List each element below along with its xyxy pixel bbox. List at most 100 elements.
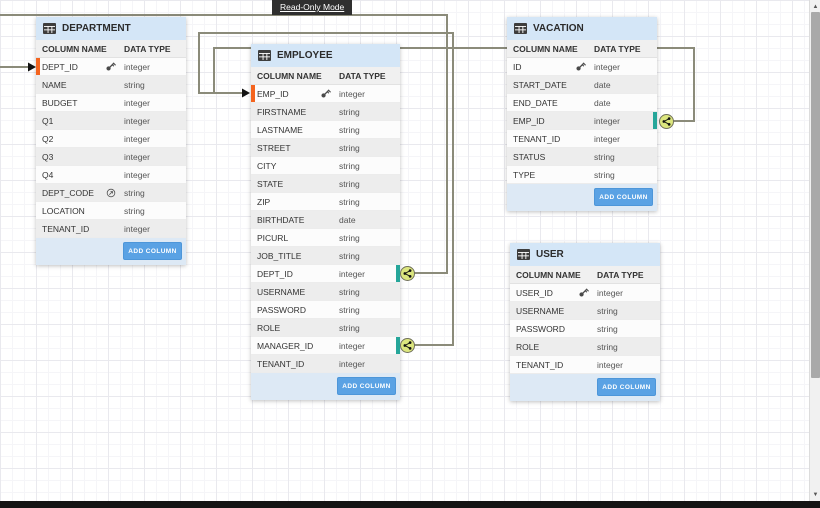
add-column-button[interactable]: ADD COLUMN	[123, 242, 182, 260]
data-type-cell: string	[339, 106, 360, 117]
data-type-cell: string	[339, 304, 360, 315]
column-name: TENANT_ID	[513, 133, 561, 144]
column-name-cell: Q3	[36, 152, 124, 162]
table-row-role[interactable]: ROLE string	[251, 319, 400, 337]
data-type-cell: integer	[124, 133, 150, 144]
data-type-cell: date	[339, 214, 356, 225]
vertical-scrollbar[interactable]: ▲ ▼	[809, 0, 820, 501]
table-row-username[interactable]: USERNAME string	[251, 283, 400, 301]
data-type-header: DATA TYPE	[597, 269, 644, 280]
add-column-button[interactable]: ADD COLUMN	[594, 188, 653, 206]
column-name: TENANT_ID	[42, 223, 90, 234]
fk-connector-icon[interactable]	[399, 265, 415, 281]
column-name-cell: PASSWORD	[251, 305, 339, 315]
column-name: END_DATE	[513, 97, 558, 108]
column-name: USERNAME	[516, 305, 565, 316]
table-header[interactable]: DEPARTMENT	[36, 17, 186, 40]
primary-key-icon	[578, 287, 589, 298]
column-name: USERNAME	[257, 286, 306, 297]
scroll-down-icon[interactable]: ▼	[812, 492, 819, 498]
scrollbar-thumb[interactable]	[811, 12, 820, 378]
table-header[interactable]: EMPLOYEE	[251, 44, 400, 67]
column-name-cell: STATUS	[507, 152, 594, 162]
table-row-end_date[interactable]: END_DATE date	[507, 94, 657, 112]
add-column-button[interactable]: ADD COLUMN	[337, 377, 396, 395]
relationship-line[interactable]	[198, 32, 454, 346]
relationship-line[interactable]	[213, 47, 695, 122]
column-name-cell: START_DATE	[507, 80, 594, 90]
fk-connector-icon[interactable]	[658, 113, 674, 129]
column-name: EMP_ID	[513, 115, 545, 126]
column-name: ROLE	[257, 322, 281, 333]
table-header[interactable]: USER	[510, 243, 660, 266]
column-name-cell: LASTNAME	[251, 125, 339, 135]
column-name-cell: JOB_TITLE	[251, 251, 339, 261]
column-name: TENANT_ID	[257, 358, 305, 369]
relationship-line[interactable]	[0, 14, 448, 274]
data-type-cell: integer	[339, 88, 365, 99]
data-type-cell: string	[339, 142, 360, 153]
add-column-button[interactable]: ADD COLUMN	[597, 378, 656, 396]
data-type-cell: string	[597, 323, 618, 334]
table-header[interactable]: VACATION	[507, 17, 657, 40]
data-type-cell: string	[594, 151, 615, 162]
data-type-cell: date	[594, 97, 611, 108]
fk-connector-icon[interactable]	[399, 337, 415, 353]
data-type-cell: string	[339, 322, 360, 333]
data-type-cell: string	[339, 286, 360, 297]
bottom-window-edge	[0, 501, 820, 508]
primary-key-icon	[105, 61, 116, 72]
column-name-cell: ROLE	[251, 323, 339, 333]
relationship-arrowhead-icon	[242, 88, 250, 98]
pk-reference-bar	[36, 58, 40, 75]
scroll-up-icon[interactable]: ▲	[812, 4, 819, 10]
column-name-cell: USER_ID	[510, 287, 597, 298]
column-name-cell: END_DATE	[507, 98, 594, 108]
table-grid-icon	[43, 23, 56, 34]
column-name: CITY	[257, 160, 277, 171]
data-type-cell: string	[339, 124, 360, 135]
